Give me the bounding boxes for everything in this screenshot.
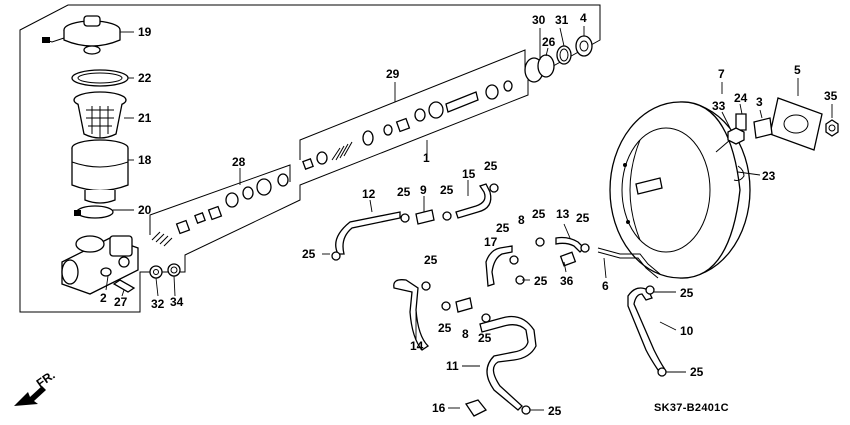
callout-8-a: 8 [518,213,525,227]
callout-25-c: 25 [440,183,454,197]
callout-25-e: 25 [496,221,510,235]
callout-25-j: 25 [438,321,452,335]
callout-11: 11 [446,359,459,373]
bleeder-bolt [112,279,136,293]
callout-25-n: 25 [690,365,704,379]
spring-clip-23 [733,165,745,181]
sealing-washer [100,267,112,277]
callout-31: 31 [555,13,569,27]
callout-23: 23 [762,169,776,183]
leader-lines [105,26,833,411]
callout-16: 16 [432,401,446,415]
diagram-code: SK37-B2401C [654,402,729,414]
snap-ring [556,45,572,65]
callout-25-i: 25 [534,274,548,288]
nut-35 [825,119,839,137]
callout-17: 17 [484,235,498,249]
clevis-pin-24 [735,113,747,131]
callout-25-k: 25 [478,331,492,345]
check-valve-8 [455,297,473,313]
callout-29: 29 [386,67,400,81]
callout-25-d: 25 [484,159,498,173]
callout-27: 27 [114,295,128,309]
vacuum-hose-10 [627,287,666,371]
callout-24: 24 [734,91,748,105]
callout-labels: 19 22 21 18 20 2 27 32 34 28 29 1 30 31 … [100,11,838,418]
part-28-bracket [149,164,291,235]
callout-15: 15 [462,167,476,181]
callout-9: 9 [420,183,427,197]
callout-32: 32 [151,297,165,311]
vacuum-hose-17 [485,245,513,287]
master-cylinder-body [61,235,139,295]
strainer-ring [71,69,129,87]
vacuum-hose-15 [455,183,492,219]
nut-32 [149,265,163,279]
callout-26: 26 [542,35,556,49]
callout-18: 18 [138,153,152,167]
piston-stop-boot [524,54,555,83]
vacuum-hose-11 [479,315,537,411]
callout-34: 34 [170,295,184,309]
callout-25-m: 25 [680,286,694,300]
clevis-3 [753,117,773,139]
vacuum-hose-13 [555,236,585,253]
secondary-piston-kit [151,173,289,247]
vacuum-hose-14 [393,279,430,351]
hose-clamps-25 [331,183,667,415]
check-valve-9 [415,209,435,225]
callout-25-a: 25 [302,247,316,261]
callout-25-g: 25 [576,211,590,225]
callout-19: 19 [138,25,152,39]
callout-35: 35 [824,89,838,103]
joint-36 [559,251,577,267]
callout-14: 14 [410,339,424,353]
callout-1: 1 [423,151,430,165]
primary-piston-kit [302,80,513,170]
hose-clamp-16 [464,399,488,417]
callout-28: 28 [232,155,246,169]
callout-36: 36 [560,274,574,288]
callout-4: 4 [580,11,587,25]
booster-pushrod [715,139,731,153]
callout-25-h: 25 [424,253,438,267]
callout-6: 6 [602,279,609,293]
reservoir-hose-clamp [74,205,114,219]
front-direction-arrow-icon [14,386,46,406]
brake-fluid-reservoir [71,139,129,204]
callout-20: 20 [138,203,152,217]
callout-25-b: 25 [397,185,411,199]
piston-seal-4 [575,35,593,57]
callout-33: 33 [712,99,726,113]
callout-2: 2 [100,291,107,305]
direction-marker-label: FR. [34,368,58,391]
callout-10: 10 [680,324,694,338]
callout-7: 7 [718,67,725,81]
part-29-bracket [299,49,526,160]
callout-3: 3 [756,95,763,109]
booster-gasket [769,97,823,151]
callout-30: 30 [532,13,546,27]
callout-25-f: 25 [532,207,546,221]
callout-5: 5 [794,63,801,77]
reservoir-cap [42,15,121,55]
callout-21: 21 [138,111,152,125]
vacuum-pipe-6 [597,247,661,279]
callout-12: 12 [362,187,376,201]
washer-34 [167,263,181,277]
vacuum-hose-12 [335,211,401,255]
callout-13: 13 [556,207,570,221]
callout-22: 22 [138,71,152,85]
reservoir-filter [73,91,127,139]
brake-booster [609,101,751,279]
master-cylinder-group-frame [19,4,601,313]
nut-33 [727,127,745,145]
callout-25-l: 25 [548,404,562,418]
callout-8-b: 8 [462,327,469,341]
